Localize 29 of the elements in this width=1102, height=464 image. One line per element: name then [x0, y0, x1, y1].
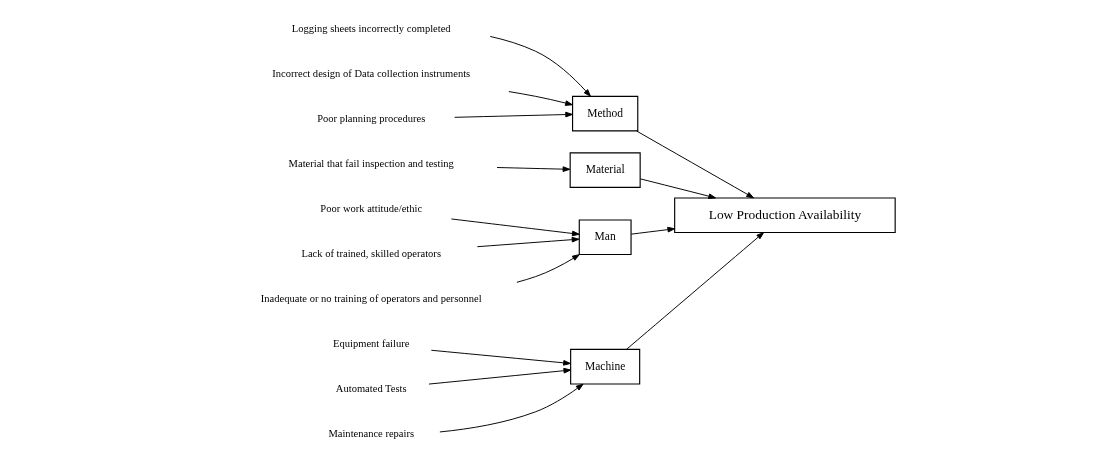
arrow: [508, 91, 573, 106]
node-box: Low Production Availability: [674, 197, 896, 234]
node-text: Equipment failure: [333, 338, 410, 350]
arrow: [636, 130, 754, 199]
arrow: [496, 166, 571, 172]
arrow: [489, 36, 591, 97]
node-text: Poor planning procedures: [317, 113, 426, 125]
node-box: Material: [569, 152, 641, 188]
node-text: Poor work attitude/ethic: [320, 203, 423, 215]
node-text: Automated Tests: [335, 383, 407, 395]
node-box: Method: [572, 95, 639, 132]
arrow: [428, 367, 572, 385]
arrow: [430, 349, 571, 366]
arrow: [626, 232, 764, 350]
arrow: [516, 254, 580, 283]
node-text: Material that fail inspection and testing: [288, 158, 454, 170]
node-box: Man: [578, 219, 632, 256]
arrow: [454, 111, 573, 118]
arrow: [630, 226, 676, 235]
node-text: Lack of trained, skilled operators: [301, 248, 441, 260]
node-text: Logging sheets incorrectly completed: [291, 22, 451, 34]
arrow: [476, 236, 580, 248]
node-box: Machine: [570, 348, 641, 385]
arrow: [450, 218, 580, 237]
arrow: [439, 383, 584, 433]
arrow: [639, 178, 716, 199]
node-text: Maintenance repairs: [328, 428, 415, 440]
node-text: Inadequate or no training of operators and personnel: [260, 293, 482, 305]
node-text: Incorrect design of Data collection instruments: [272, 67, 471, 79]
